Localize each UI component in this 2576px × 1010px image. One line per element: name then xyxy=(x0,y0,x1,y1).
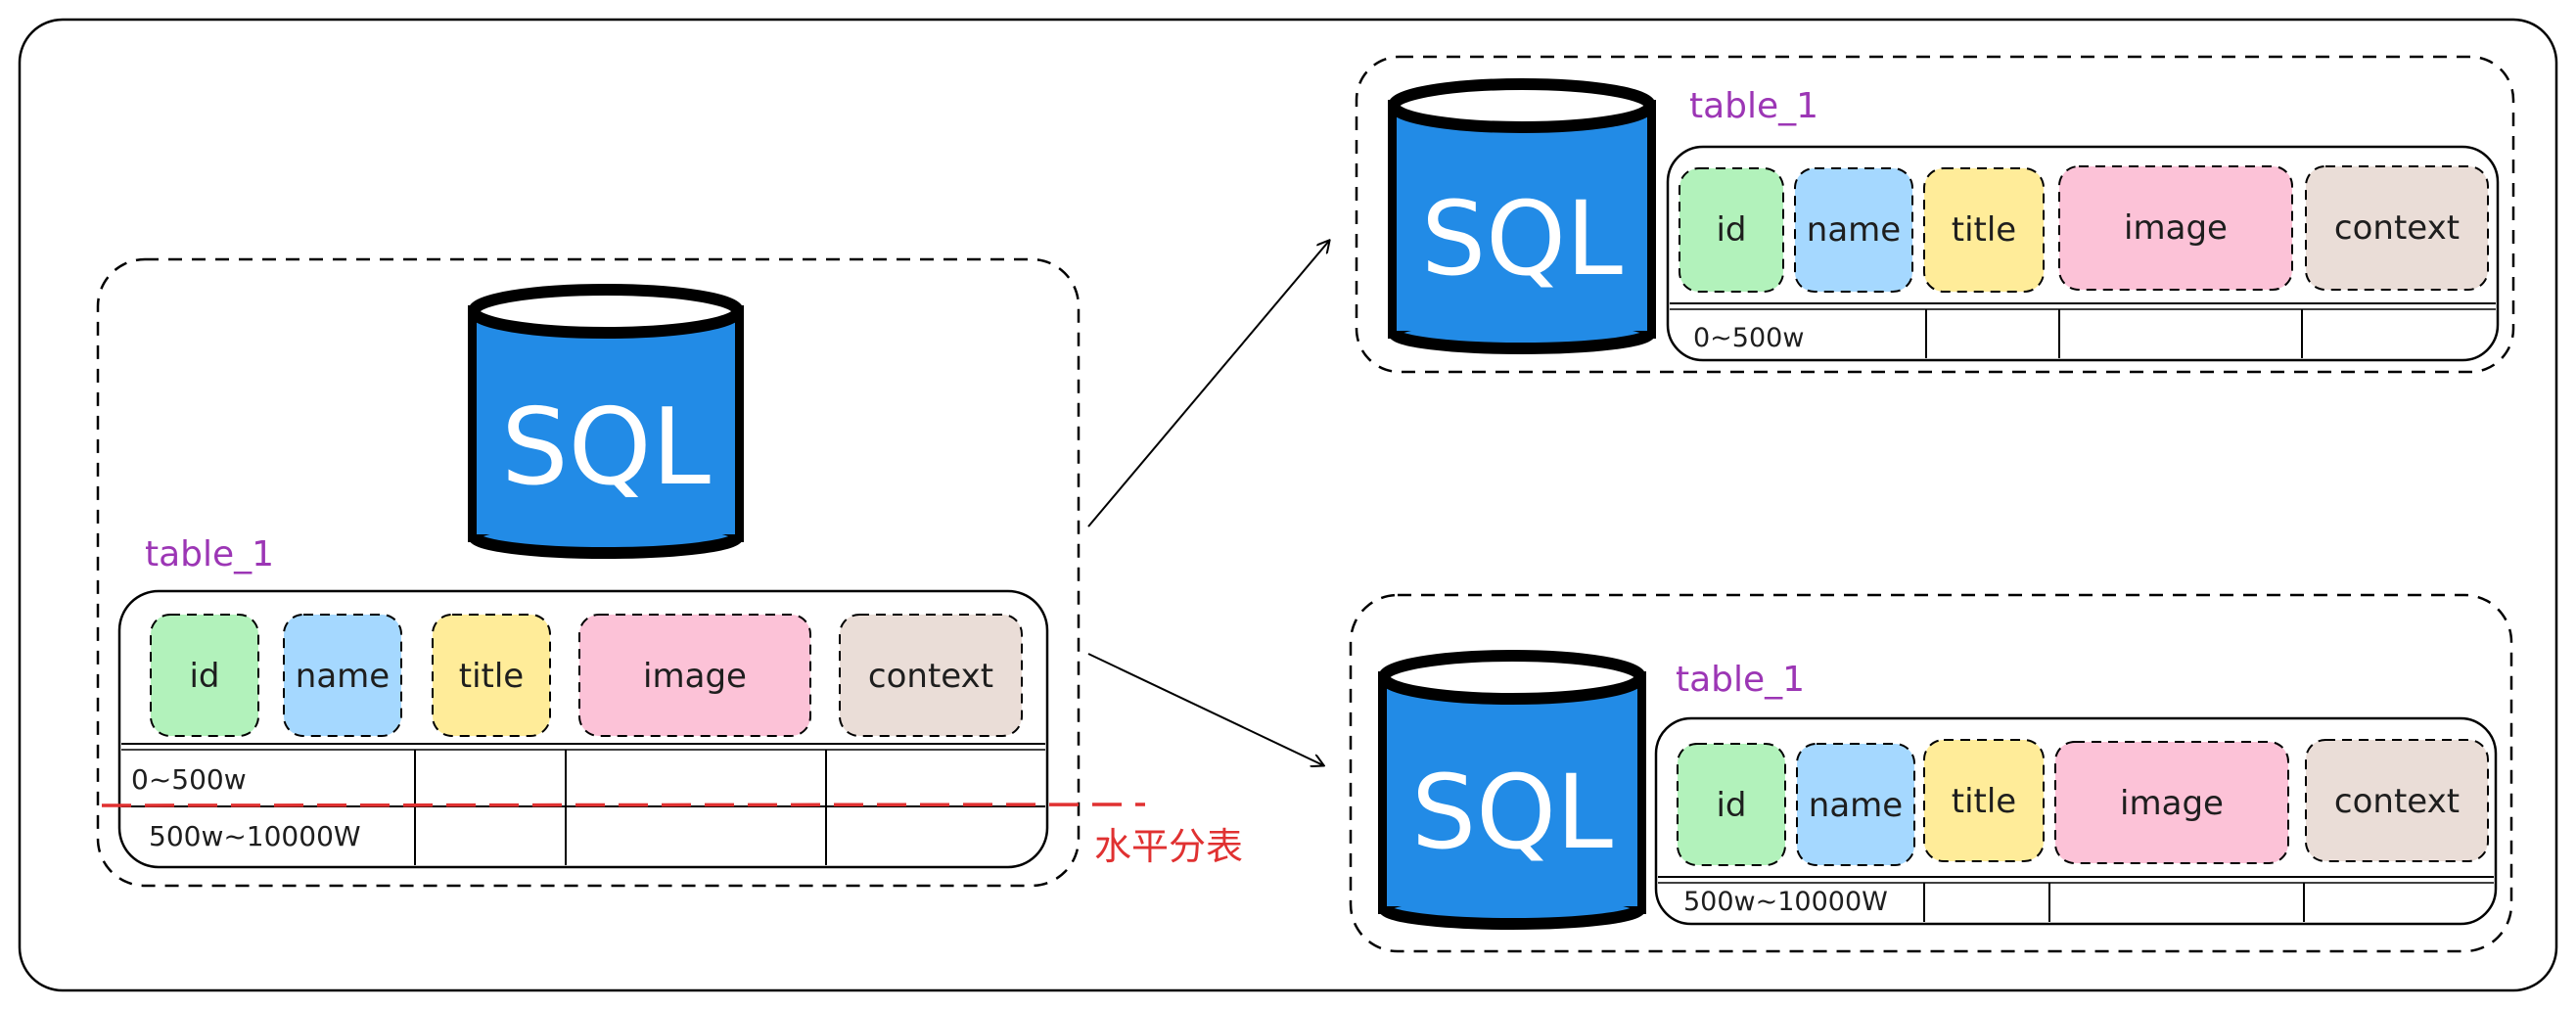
source-table-name: table_1 xyxy=(145,534,274,574)
svg-text:name: name xyxy=(1809,786,1903,825)
top-shard-border xyxy=(1355,55,2515,374)
bottom-table-name: table_1 xyxy=(1676,660,1805,700)
bottom-column-image: image xyxy=(2054,741,2289,864)
source-row-2: 500w~10000W xyxy=(149,820,361,852)
arrow-to-top-shard xyxy=(1087,241,1329,528)
bottom-column-context: context xyxy=(2305,739,2489,862)
svg-text:id: id xyxy=(189,657,219,696)
top-column-image: image xyxy=(2058,165,2293,291)
top-column-title: title xyxy=(1923,167,2045,293)
top-column-name: name xyxy=(1794,167,1913,293)
bottom-column-id: id xyxy=(1677,743,1786,866)
svg-text:image: image xyxy=(2124,208,2228,248)
bottom-database-icon: SQL xyxy=(1378,650,1646,930)
top-db-label: SQL xyxy=(1421,179,1623,298)
top-column-id: id xyxy=(1679,167,1784,293)
top-row-1: 0~500w xyxy=(1693,323,1804,353)
svg-text:id: id xyxy=(1716,786,1746,825)
outer-frame xyxy=(18,18,2558,992)
source-group: SQL table_1 id name title xyxy=(96,257,1081,888)
source-table: id name title image context 0~500w 500w~… xyxy=(117,589,1049,869)
svg-text:context: context xyxy=(2334,208,2460,248)
svg-text:context: context xyxy=(2334,782,2460,821)
arrow-to-bottom-shard xyxy=(1087,653,1323,765)
top-table-border xyxy=(1666,145,2500,362)
source-column-image: image xyxy=(578,614,811,737)
source-row-1: 0~500w xyxy=(131,763,247,796)
svg-text:id: id xyxy=(1716,210,1746,250)
top-table-name: table_1 xyxy=(1689,86,1818,126)
bottom-table: id name title image context 500w~10000W xyxy=(1654,716,2498,926)
bottom-shard-group: SQL table_1 id name title xyxy=(1349,593,2513,953)
svg-text:title: title xyxy=(1952,782,2016,821)
top-table: id name title image context 0~500w xyxy=(1666,145,2500,362)
svg-text:context: context xyxy=(868,657,993,696)
svg-text:title: title xyxy=(1952,210,2016,250)
svg-text:name: name xyxy=(1807,210,1901,250)
bottom-db-label: SQL xyxy=(1411,753,1613,872)
bottom-table-border xyxy=(1654,716,2498,926)
split-line xyxy=(101,803,1146,807)
bottom-column-name: name xyxy=(1796,743,1915,866)
bottom-shard-border xyxy=(1349,593,2513,953)
svg-text:image: image xyxy=(643,657,747,696)
bottom-row-1: 500w~10000W xyxy=(1683,887,1888,917)
svg-text:title: title xyxy=(459,657,524,696)
source-column-context: context xyxy=(839,614,1023,737)
top-database-icon: SQL xyxy=(1388,78,1656,354)
source-db-label: SQL xyxy=(501,387,711,509)
source-column-title: title xyxy=(432,614,551,737)
source-table-border xyxy=(117,589,1049,869)
source-column-id: id xyxy=(150,614,259,737)
split-label: 水平分表 xyxy=(1094,825,1243,868)
svg-text:image: image xyxy=(2120,784,2224,823)
svg-text:name: name xyxy=(296,657,390,696)
source-database-icon: SQL xyxy=(468,284,744,559)
source-group-border xyxy=(96,257,1081,888)
bottom-column-title: title xyxy=(1923,739,2045,862)
source-column-name: name xyxy=(283,614,402,737)
top-column-context: context xyxy=(2305,165,2489,291)
top-shard-group: SQL table_1 id name title xyxy=(1355,55,2515,374)
